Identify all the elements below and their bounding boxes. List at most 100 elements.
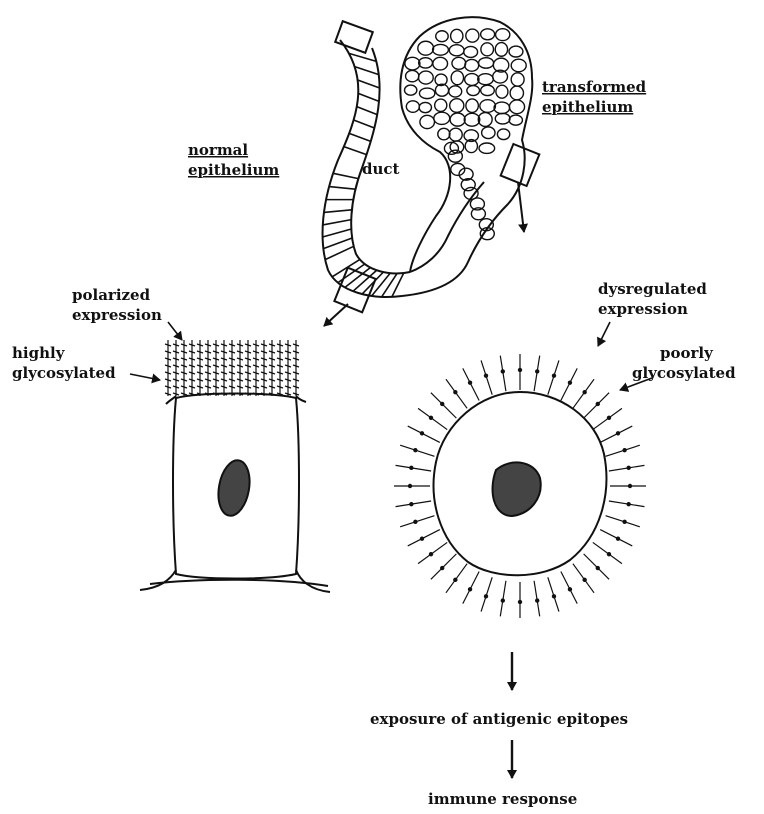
glycan-dot <box>410 503 413 506</box>
glycan-dot <box>420 432 423 435</box>
glycan-dot <box>568 588 571 591</box>
cell-divider <box>344 147 367 155</box>
normal-cell-nucleus <box>214 458 253 518</box>
tumor-cell-blob <box>451 29 463 43</box>
cell-divider <box>382 273 397 296</box>
glycan-dot <box>518 368 521 371</box>
glycan-dot <box>429 553 432 556</box>
glycan-dot <box>501 370 504 373</box>
cell-divider <box>392 273 404 297</box>
tumor-cell-blob <box>481 29 495 40</box>
glycan-dot <box>607 416 610 419</box>
tumor-cell-blob <box>464 46 478 57</box>
cell-divider <box>354 120 375 128</box>
glycan-dot <box>454 578 457 581</box>
tumor-cell-blob <box>450 99 464 113</box>
tumor-cell-blob <box>433 44 449 55</box>
tumor-cell-blob <box>481 43 494 56</box>
transformed-sample-arrow <box>518 182 524 232</box>
glycan-dot <box>468 588 471 591</box>
tumor-cell-blob <box>436 31 448 42</box>
tumor-cell-blob <box>465 74 479 86</box>
glycan-dot <box>441 566 444 569</box>
tumor-cell-blob <box>511 73 524 86</box>
tumor-cell-blob <box>509 100 524 114</box>
cell-divider <box>325 246 354 259</box>
tumor-cell-blob <box>451 71 463 85</box>
normal-cell-foot-left <box>140 570 176 590</box>
tumor-cell-blob <box>465 59 479 71</box>
transformed-epithelium-mass <box>400 17 532 296</box>
tumor-cell-blob <box>497 129 509 140</box>
glycan-dot <box>628 484 631 487</box>
tumor-cell-blob <box>449 86 462 97</box>
polarized-label-1: polarized <box>72 286 151 304</box>
cell-divider <box>323 238 352 249</box>
transformed-sample-box <box>501 144 540 186</box>
tumor-cell-blob <box>467 86 480 96</box>
normal-sample-arrow <box>324 304 348 326</box>
cell-divider <box>323 220 351 225</box>
tumor-cell-blob <box>438 128 450 140</box>
tumor-cell <box>394 354 646 618</box>
glycan-dot <box>468 381 471 384</box>
dysregulated-arrow <box>598 322 610 346</box>
dysregulated-label-1: dysregulated <box>598 280 707 298</box>
highly-glycosylated-arrow <box>130 374 160 380</box>
glycan-dot <box>552 374 555 377</box>
glycan-dot <box>616 537 619 540</box>
tumor-cell-blob <box>495 113 510 124</box>
cell-divider <box>349 133 371 141</box>
glycan-dot <box>536 599 539 602</box>
normal-epithelium-label-1: normal <box>188 141 248 159</box>
tumor-cell-blob <box>480 100 496 113</box>
glycan-dot <box>568 381 571 384</box>
cell-divider <box>357 107 377 115</box>
transformed-epithelium-label-2: epithelium <box>542 98 633 116</box>
normal-cell-junction-right <box>296 396 306 402</box>
tumor-cell-blob <box>450 113 465 126</box>
tumor-cell-blob <box>418 71 433 84</box>
glycan-dot <box>441 402 444 405</box>
tumor-cells <box>405 29 527 240</box>
normal-epithelium-label-2: epithelium <box>188 161 279 179</box>
dysregulated-label-2: expression <box>598 300 688 318</box>
tumor-cell-nucleus <box>493 462 541 516</box>
cell-divider <box>323 229 352 237</box>
tumor-cell-blob <box>448 150 462 162</box>
glycan-dot <box>583 391 586 394</box>
glycan-dot <box>627 466 630 469</box>
exposure-label: exposure of antigenic epitopes <box>370 710 628 728</box>
tumor-cell-blob <box>419 88 434 99</box>
cell-divider <box>355 67 379 75</box>
glycan-dot <box>414 520 417 523</box>
basement-membrane <box>150 580 328 586</box>
glycan-dot <box>616 432 619 435</box>
glycan-dot <box>552 595 555 598</box>
tumor-cell-blob <box>479 143 495 153</box>
cell-divider <box>345 268 370 288</box>
glycan-dot <box>627 503 630 506</box>
cell-divider <box>324 210 352 213</box>
tumor-cell-blob <box>511 59 526 72</box>
cell-divider <box>329 187 355 190</box>
normal-cell-foot-right <box>296 570 330 592</box>
tumor-cell-blob <box>420 115 435 128</box>
glycan-dot <box>414 449 417 452</box>
cell-divider <box>333 173 358 178</box>
tumor-cell-blob <box>509 46 523 57</box>
tumor-cell-blob <box>405 85 417 95</box>
glycan-dot <box>583 578 586 581</box>
normal-cell-junction-left <box>166 396 176 404</box>
glycan-dot <box>536 370 539 373</box>
tumor-cell-blob <box>449 45 464 56</box>
glycan-dot <box>484 595 487 598</box>
glycan-dot <box>420 537 423 540</box>
glycan-dot <box>429 416 432 419</box>
tumor-cell-blob <box>495 43 507 57</box>
glycan-dot <box>501 599 504 602</box>
highly-label-2: glycosylated <box>12 364 116 382</box>
tumor-cell-blob <box>466 29 479 42</box>
tumor-cell-blob <box>452 57 466 69</box>
